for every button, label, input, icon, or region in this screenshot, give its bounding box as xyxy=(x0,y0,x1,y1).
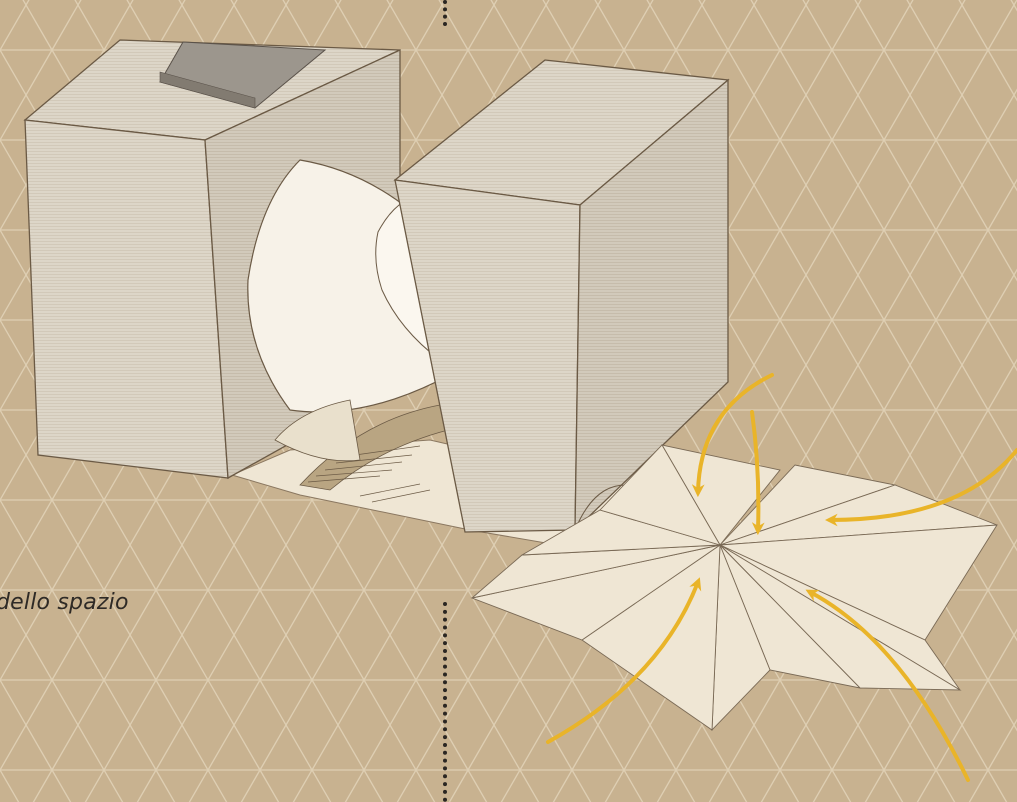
shell-canopy xyxy=(247,159,441,462)
caption-text: dello spazio xyxy=(0,590,129,615)
inflow-arrow-5 xyxy=(805,589,970,782)
inflow-arrow-1 xyxy=(691,373,774,498)
seat-rows xyxy=(307,445,431,503)
inflow-arrow-3 xyxy=(824,448,1017,527)
dotted-leader-bottom xyxy=(443,602,451,802)
right-tower-block xyxy=(393,59,730,533)
inflow-arrows xyxy=(546,373,1017,782)
folded-triangle-plaza xyxy=(470,444,998,732)
inflow-arrow-4 xyxy=(546,577,702,744)
inflow-arrow-2 xyxy=(750,410,765,536)
dotted-leader-top xyxy=(443,0,451,26)
